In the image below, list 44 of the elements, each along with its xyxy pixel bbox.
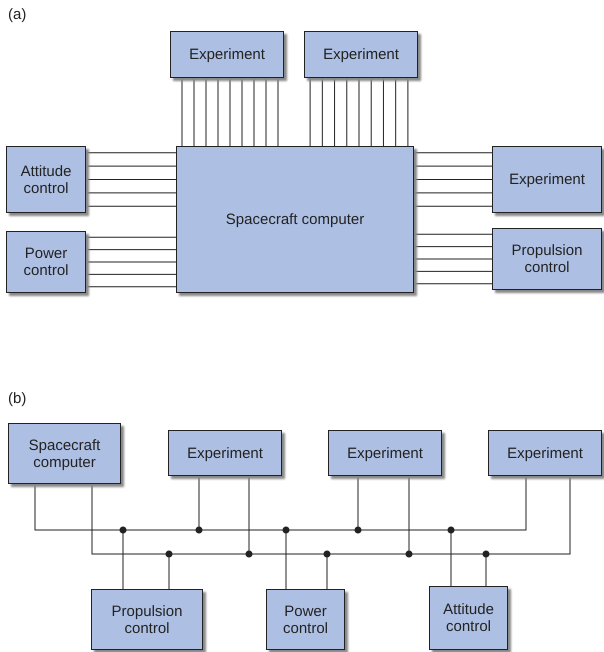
wire	[346, 78, 348, 146]
wire	[86, 236, 176, 238]
wire	[86, 274, 176, 275]
wire	[86, 179, 176, 180]
wire	[414, 258, 492, 260]
wire	[370, 78, 372, 146]
component-box: Attitude control	[429, 586, 508, 650]
component-box: Attitude control	[6, 146, 86, 213]
wire	[86, 192, 176, 194]
component-box: Experiment	[492, 146, 602, 213]
component-box: Spacecraft computer	[176, 146, 414, 293]
component-box: Experiment	[170, 31, 284, 78]
wire	[334, 78, 336, 146]
wire	[414, 206, 492, 207]
wire	[395, 78, 396, 146]
wire	[86, 166, 176, 167]
wire	[414, 192, 492, 194]
wire	[310, 78, 311, 146]
wire	[86, 206, 176, 207]
wire	[86, 152, 176, 154]
wire	[86, 286, 176, 288]
component-box: Propulsion control	[492, 228, 602, 290]
wire	[414, 152, 492, 154]
panel-label: (b)	[8, 390, 26, 407]
wire	[358, 78, 360, 146]
component-box: Experiment	[304, 31, 418, 78]
wire	[414, 166, 492, 167]
panel-label: (a)	[8, 6, 26, 23]
component-box: Spacecraft computer	[8, 423, 121, 484]
wire	[414, 246, 492, 248]
wire	[414, 179, 492, 180]
component-box: Experiment	[328, 430, 442, 476]
wire	[322, 78, 323, 146]
wire	[414, 234, 492, 235]
wire	[414, 283, 492, 284]
component-box: Experiment	[168, 430, 282, 476]
component-box: Propulsion control	[91, 589, 203, 650]
wire	[382, 78, 384, 146]
component-box: Power control	[266, 589, 345, 650]
component-box: Power control	[6, 231, 86, 293]
component-box: Experiment	[488, 430, 602, 476]
wire	[86, 249, 176, 250]
wire	[414, 270, 492, 272]
wire	[407, 78, 408, 146]
